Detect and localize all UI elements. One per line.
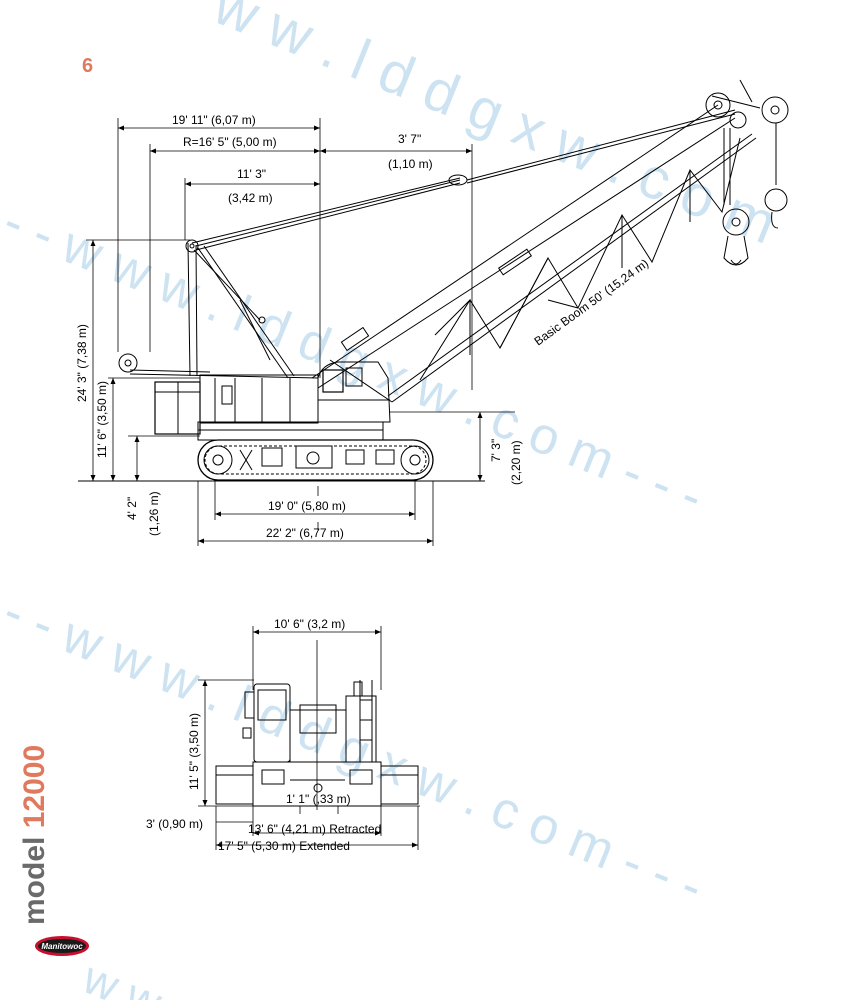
crawler-track xyxy=(197,439,434,481)
rear-dimension-lines xyxy=(198,626,420,850)
dim-tail-radius-19-11: 19' 11" (6,07 m) xyxy=(172,113,256,127)
gantry xyxy=(185,239,295,379)
dim-extended-17-5: 17' 5" (5,30 m) Extended xyxy=(218,839,350,853)
dim-rear-height-11-5: 11' 5" (3,50 m) xyxy=(187,713,201,790)
model-side-label: model 12000 xyxy=(18,745,52,925)
dim-track-19-0: 19' 0" (5,80 m) xyxy=(268,499,346,513)
dim-7-3-metric: (2,20 m) xyxy=(509,440,523,485)
dim-4-2-metric: (1,26 m) xyxy=(147,491,161,536)
dim-track-22-2: 22' 2" (6,77 m) xyxy=(266,526,344,540)
logo-text: Manitowoc xyxy=(41,942,83,951)
dim-height-11-6: 11' 6" (3,50 m) xyxy=(95,381,109,458)
rear-arrowheads xyxy=(202,629,418,848)
dim-11-3: 11' 3" xyxy=(237,167,266,181)
dim-radius-16-5: R=16' 5" (5,00 m) xyxy=(183,135,277,149)
boom-head xyxy=(705,79,789,266)
dim-gantry-height-24-3: 24' 3" (7,38 m) xyxy=(75,324,89,402)
model-number: 12000 xyxy=(18,744,51,829)
page-number: 6 xyxy=(82,55,94,77)
dim-track-width-3: 3' (0,90 m) xyxy=(146,817,203,831)
pendant-lines xyxy=(191,109,736,251)
upperworks xyxy=(118,353,391,441)
dim-3-7: 3' 7" xyxy=(398,132,421,146)
dim-4-2: 4' 2" xyxy=(125,497,139,520)
rear-machine xyxy=(215,680,419,807)
dim-3-7-metric: (1,10 m) xyxy=(388,157,433,171)
side-arrowheads xyxy=(90,125,483,544)
dim-clearance-1-1: 1' 1" (,33 m) xyxy=(286,792,351,806)
side-dimension-lines xyxy=(86,118,515,546)
manitowoc-logo: Manitowoc xyxy=(35,936,89,956)
dim-rear-width-10-6: 10' 6" (3,2 m) xyxy=(274,617,345,631)
boom-lattice xyxy=(311,104,757,403)
dim-11-3-metric: (3,42 m) xyxy=(228,191,273,205)
model-word: model xyxy=(18,836,51,925)
dim-retracted-13-6: 13' 6" (4,21 m) Retracted xyxy=(248,822,381,836)
dim-7-3: 7' 3" xyxy=(489,439,503,462)
